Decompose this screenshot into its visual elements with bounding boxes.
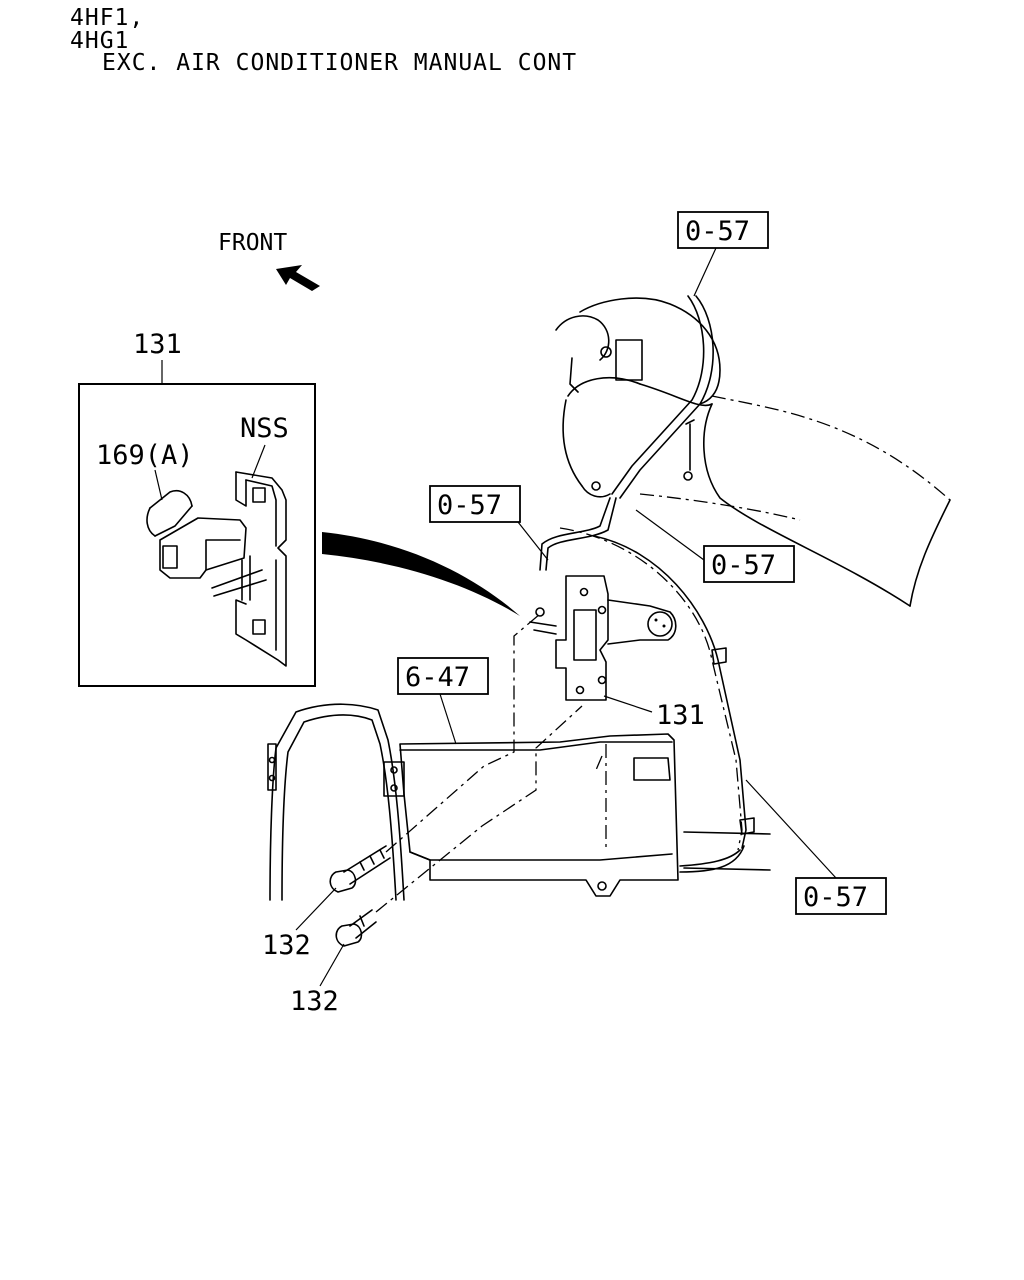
part-132-lower-leader	[319, 943, 345, 987]
detail-131-label: 131	[133, 329, 182, 360]
solenoid-valve-drawing	[146, 490, 267, 601]
frame-outline-drawing	[267, 703, 405, 901]
mounting-panel-drawing	[383, 733, 679, 897]
part-132-upper-label: 132	[262, 930, 311, 961]
part-132-upper-leader	[295, 887, 337, 931]
front-arrow-icon	[276, 265, 320, 291]
solenoid-assembly-drawing	[529, 575, 677, 701]
vacuum-hose-drawing	[539, 295, 771, 873]
nss-leader	[251, 444, 266, 479]
nss-bracket-drawing	[235, 471, 287, 667]
ref-647-label: 6-47	[405, 662, 470, 693]
part-132-lower-label: 132	[290, 986, 339, 1017]
ref-057-midleft-leader	[517, 521, 549, 561]
install-line-upper	[385, 613, 541, 853]
part-131-label: 131	[656, 700, 705, 731]
detail-inset-box	[78, 383, 316, 687]
part-131-leader	[603, 695, 653, 713]
ref-057-top-box	[677, 211, 769, 249]
ref-647-leader	[439, 693, 457, 745]
part-169a-leader	[154, 469, 163, 501]
part-169a-label: 169(A)	[96, 440, 194, 471]
ref-057-midright-label: 0-57	[711, 550, 776, 581]
ref-057-top-leader	[693, 247, 717, 297]
variant-description: EXC. AIR CONDITIONER MANUAL CONT	[102, 50, 577, 76]
ref-057-top-label: 0-57	[685, 216, 750, 247]
model-code-1: 4HF1,	[70, 5, 144, 31]
nss-label: NSS	[240, 413, 289, 444]
ref-057-bottom-label: 0-57	[803, 882, 868, 913]
model-code-2: 4HG1	[70, 28, 129, 54]
detail-pointer-arrow	[322, 532, 520, 616]
ref-057-midright-leader	[635, 509, 705, 561]
ref-057-midright-box	[703, 545, 795, 583]
ref-057-bottom-box	[795, 877, 887, 915]
intake-pipe-drawing	[555, 297, 951, 607]
front-label: FRONT	[218, 230, 287, 256]
ref-647-box	[397, 657, 489, 695]
ref-057-bottom-leader	[745, 779, 837, 879]
ref-057-midleft-label: 0-57	[437, 490, 502, 521]
bolt-lower-drawing	[335, 909, 377, 947]
bolt-upper-drawing	[329, 845, 391, 893]
install-line-lower	[375, 705, 583, 913]
ref-057-midleft-box	[429, 485, 521, 523]
